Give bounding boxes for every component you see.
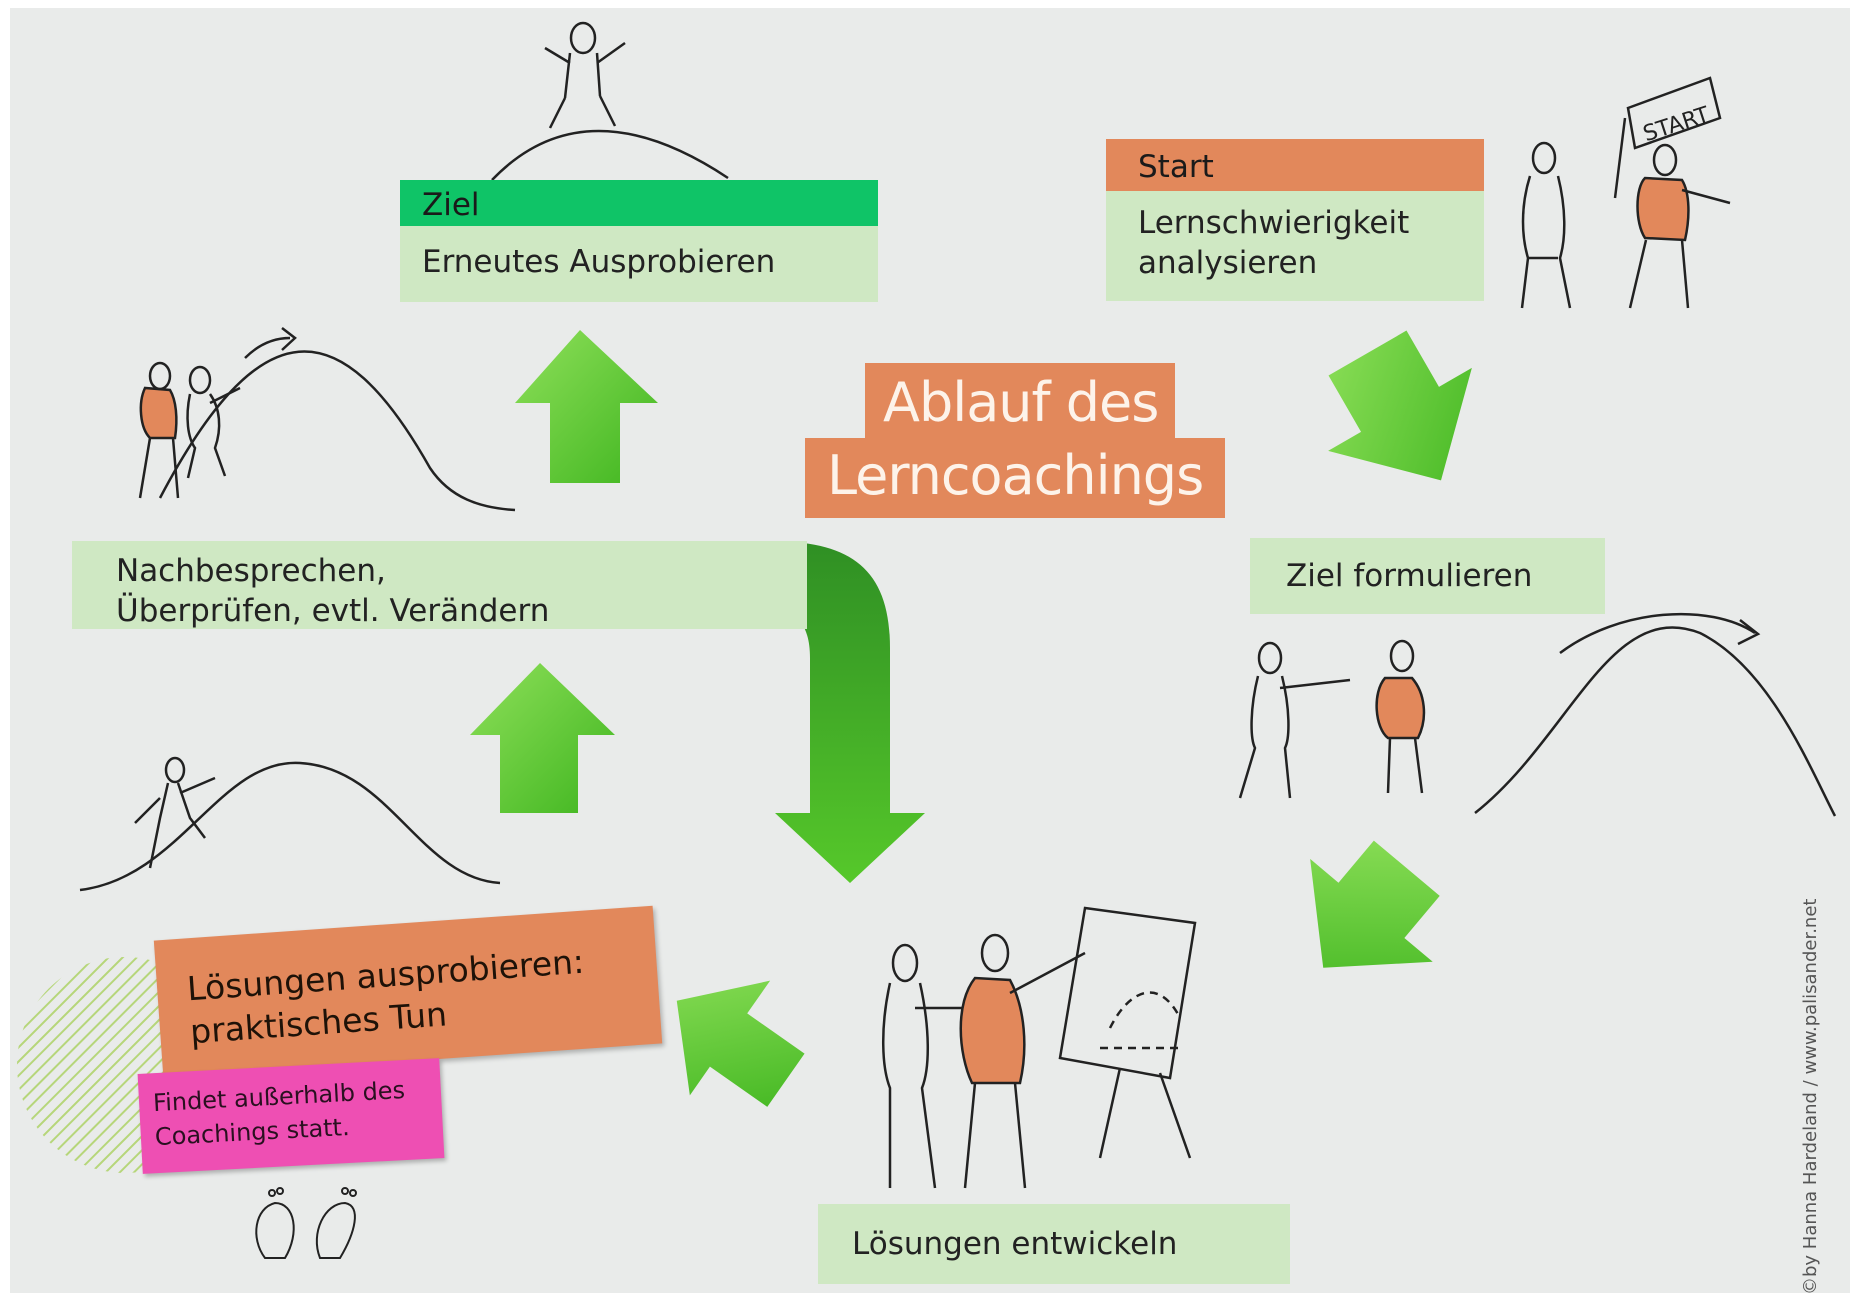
arrow-up-lower: [470, 663, 615, 813]
start-header: Start: [1106, 139, 1484, 191]
arrow-left-bottom: [676, 980, 805, 1107]
climber-figure: [134, 756, 216, 869]
person-left-flipchart-figure: [881, 943, 970, 1189]
person-cheering-figure: [544, 21, 626, 129]
hill-right: [1474, 626, 1837, 817]
ziel-text: Erneutes Ausprobieren: [400, 226, 878, 302]
title-line-1: Ablauf des: [865, 363, 1175, 443]
pink-note: Findet außerhalb des Coachings statt.: [137, 1058, 445, 1174]
hill-top: [491, 129, 729, 181]
hill-left-lower: [79, 761, 501, 892]
arrow-curve-down: [735, 541, 925, 883]
person-standing-figure: [1520, 141, 1572, 309]
hill-left-upper: [158, 350, 516, 512]
flag-figure: [1613, 76, 1722, 199]
credit-text: ©by Hanna Hardeland / www.palisander.net: [1800, 898, 1821, 1293]
person-presenting-figure: [959, 933, 1086, 1189]
loesungen-entwickeln-box: Lösungen entwickeln: [818, 1204, 1290, 1284]
nachbesprechen-line-1: Nachbesprechen,: [116, 553, 386, 589]
start-text-line-1: Lernschwierigkeit: [1138, 205, 1410, 241]
ziel-formulieren-box: Ziel formulieren: [1250, 538, 1605, 614]
hill-upper-arrow: [244, 327, 297, 359]
flipchart-figure: [1058, 906, 1197, 1159]
start-text-box: Lernschwierigkeit analysieren: [1106, 191, 1484, 301]
diagram-canvas: START: [10, 8, 1850, 1293]
footprints-icon: [255, 1187, 357, 1259]
person-orange-figure: [1628, 143, 1731, 309]
person-pointing-figure: [1238, 641, 1351, 799]
nachbesprechen-box: Nachbesprechen, Überprüfen, evtl. Veränd…: [72, 541, 807, 629]
arrow-up-upper: [515, 330, 658, 483]
illustration-layer: START: [17, 21, 1837, 1259]
flag-text: START: [1640, 102, 1713, 147]
arrow-down-lower-right: [1310, 840, 1440, 968]
hill-right-arrow: [1559, 612, 1756, 655]
start-text-line-2: analysieren: [1138, 245, 1318, 282]
ziel-header: Ziel: [400, 180, 878, 226]
arrow-down-right: [1328, 330, 1472, 481]
climbing-people-figure: [138, 361, 241, 499]
title-line-2: Lerncoachings: [805, 438, 1225, 518]
nachbesprechen-line-2: Überprüfen, evtl. Verändern: [116, 593, 550, 630]
person-listening-figure: [1375, 639, 1426, 794]
